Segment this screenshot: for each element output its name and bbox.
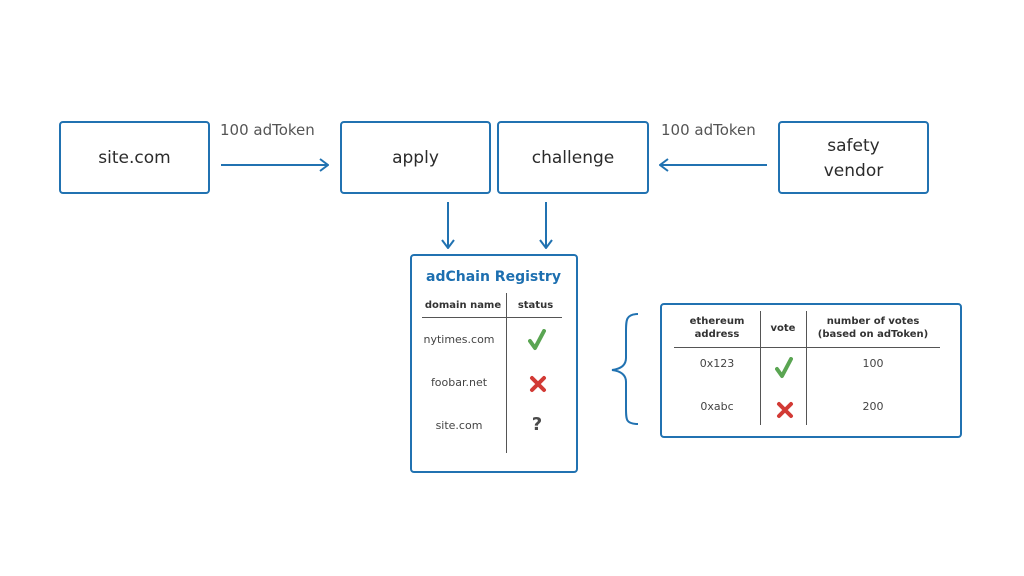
votes-col-address: ethereum address bbox=[674, 315, 760, 341]
cross-icon bbox=[777, 402, 793, 418]
registry-col-domain: domain name bbox=[424, 300, 502, 311]
registry-column-divider bbox=[506, 293, 507, 453]
apply-box: apply bbox=[340, 121, 491, 194]
votes-header-rule bbox=[674, 347, 940, 348]
votes-panel: ethereum address vote number of votes (b… bbox=[660, 303, 962, 438]
registry-title: adChain Registry bbox=[426, 269, 561, 285]
registry-domain-2: foobar.net bbox=[430, 376, 488, 389]
question-icon: ? bbox=[531, 414, 543, 435]
votes-col-count-line2: (based on adToken) bbox=[817, 329, 929, 340]
brace bbox=[611, 313, 639, 425]
site-box-label: site.com bbox=[98, 148, 171, 168]
votes-col-count-line1: number of votes bbox=[826, 316, 920, 327]
vendor-box: safety vendor bbox=[778, 121, 929, 194]
right-token-label: 100 adToken bbox=[661, 121, 756, 139]
votes-col-count: number of votes (based on adToken) bbox=[808, 315, 938, 341]
challenge-box-label: challenge bbox=[531, 148, 615, 168]
check-icon bbox=[528, 329, 546, 350]
votes-divider-2 bbox=[806, 311, 807, 425]
registry-domain-3: site.com bbox=[435, 419, 483, 432]
challenge-box: challenge bbox=[497, 121, 649, 194]
registry-panel: adChain Registry domain name status nyti… bbox=[410, 254, 578, 473]
votes-divider-1 bbox=[760, 311, 761, 425]
votes-count-1: 100 bbox=[862, 357, 884, 370]
apply-box-label: apply bbox=[392, 148, 439, 168]
votes-col-address-line1: ethereum bbox=[689, 316, 745, 327]
votes-col-vote: vote bbox=[770, 323, 796, 334]
votes-col-address-line2: address bbox=[694, 329, 740, 340]
left-token-label: 100 adToken bbox=[220, 121, 315, 139]
registry-domain-1: nytimes.com bbox=[423, 333, 495, 346]
registry-header-rule bbox=[422, 317, 562, 318]
votes-address-1: 0x123 bbox=[699, 357, 735, 370]
cross-icon bbox=[530, 376, 546, 392]
vendor-box-label-line2: vendor bbox=[823, 161, 884, 181]
votes-address-2: 0xabc bbox=[700, 400, 734, 413]
vendor-box-label-line1: safety bbox=[827, 136, 880, 156]
votes-count-2: 200 bbox=[862, 400, 884, 413]
registry-col-status: status bbox=[517, 300, 554, 311]
site-box: site.com bbox=[59, 121, 210, 194]
check-icon bbox=[775, 357, 793, 378]
